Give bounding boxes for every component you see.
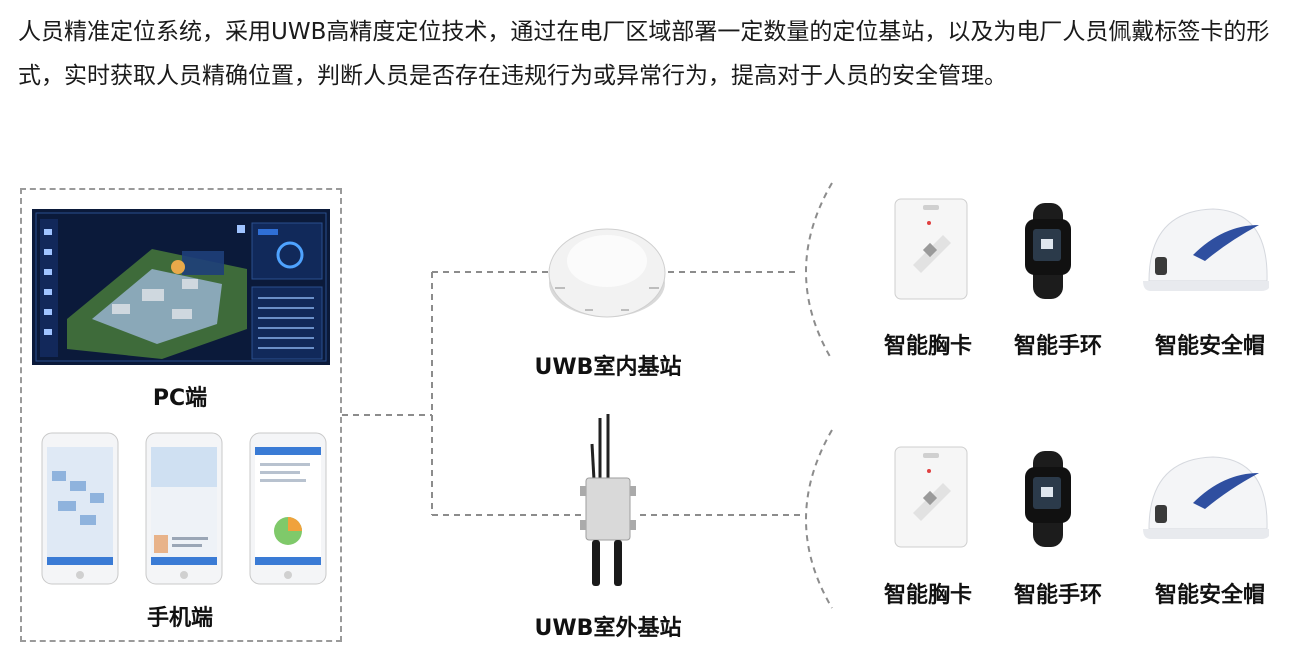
- devices-bottom-image: [894, 446, 1269, 548]
- phone-3: [249, 432, 327, 585]
- device-top-3: 智能安全帽: [1154, 334, 1265, 359]
- indoor-station-label: UWB室内基站: [534, 355, 682, 380]
- devices-top-image: [894, 198, 1269, 300]
- phone-2: [145, 432, 223, 585]
- bracket-top: [805, 182, 833, 361]
- mobile-label: 手机端: [146, 606, 213, 631]
- pc-label: PC端: [152, 386, 208, 411]
- device-bottom-3: 智能安全帽: [1154, 583, 1265, 608]
- safety-helmet-icon: [1143, 208, 1269, 291]
- indoor-station-icon: [548, 228, 666, 318]
- device-bottom-2: 智能手环: [1013, 583, 1102, 608]
- badge-card-icon: [894, 446, 968, 548]
- link-pc-to-stations: [342, 271, 583, 516]
- device-bottom-1: 智能胸卡: [883, 583, 972, 608]
- device-top-2: 智能手环: [1013, 334, 1102, 359]
- outdoor-station-icon: [580, 414, 636, 586]
- wristband-icon: [1025, 451, 1071, 547]
- device-top-1: 智能胸卡: [883, 334, 972, 359]
- badge-card-icon: [894, 198, 968, 300]
- outdoor-station-label: UWB室外基站: [534, 616, 682, 641]
- pc-dashboard-image: [32, 209, 330, 365]
- safety-helmet-icon: [1143, 456, 1269, 539]
- intro-paragraph: 人员精准定位系统，采用UWB高精度定位技术，通过在电厂区域部署一定数量的定位基站…: [18, 19, 1270, 89]
- bracket-bottom: [805, 429, 833, 609]
- wristband-icon: [1025, 203, 1071, 299]
- clients-box: [20, 188, 342, 642]
- phone-1: [41, 432, 119, 585]
- mobile-screens-image: [41, 432, 327, 585]
